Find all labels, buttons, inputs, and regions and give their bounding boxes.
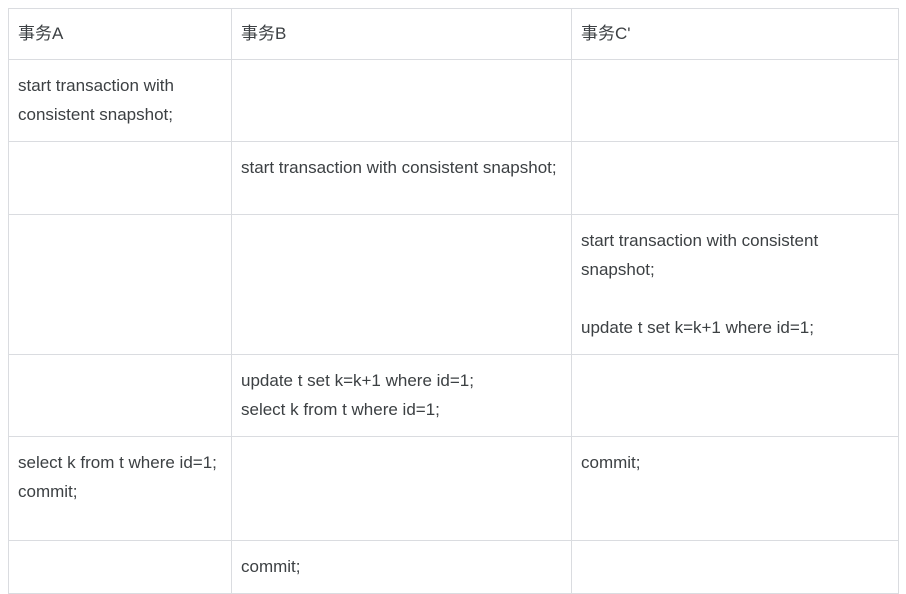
cell-c-5: commit; bbox=[571, 436, 899, 541]
page-root: 事务A 事务B 事务C' start transaction with cons… bbox=[8, 8, 899, 594]
table-row: update t set k=k+1 where id=1; select k … bbox=[8, 354, 899, 437]
statement-text: commit; bbox=[241, 557, 301, 576]
empty-cell bbox=[18, 226, 222, 227]
statement-text: select k from t where id=1; bbox=[241, 400, 440, 419]
table-header: 事务A 事务B 事务C' bbox=[8, 8, 899, 60]
column-header-transaction-c-prime: 事务C' bbox=[571, 8, 899, 60]
table-header-row: 事务A 事务B 事务C' bbox=[8, 8, 899, 60]
cell-a-5: select k from t where id=1; commit; bbox=[8, 436, 232, 541]
statement-text: commit; bbox=[18, 482, 78, 501]
cell-b-1 bbox=[231, 59, 572, 142]
empty-cell bbox=[241, 226, 562, 227]
statement-text: start transaction with consistent snapsh… bbox=[18, 76, 174, 124]
table-row: start transaction with consistent snapsh… bbox=[8, 59, 899, 142]
empty-cell bbox=[18, 366, 222, 367]
cell-c-3: start transaction with consistent snapsh… bbox=[571, 214, 899, 355]
empty-cell bbox=[581, 552, 889, 553]
empty-cell bbox=[18, 153, 222, 154]
empty-cell bbox=[581, 153, 889, 154]
table-row: start transaction with consistent snapsh… bbox=[8, 214, 899, 355]
column-header-transaction-b: 事务B bbox=[231, 8, 572, 60]
table-body: start transaction with consistent snapsh… bbox=[8, 59, 899, 594]
cell-b-3 bbox=[231, 214, 572, 355]
cell-b-2: start transaction with consistent snapsh… bbox=[231, 141, 572, 215]
empty-cell bbox=[241, 71, 562, 72]
statement-text: start transaction with consistent snapsh… bbox=[581, 231, 819, 279]
table-row: select k from t where id=1; commit; comm… bbox=[8, 436, 899, 541]
cell-a-6 bbox=[8, 540, 232, 594]
empty-cell bbox=[241, 448, 562, 449]
table-row: start transaction with consistent snapsh… bbox=[8, 141, 899, 215]
transaction-timeline-table: 事务A 事务B 事务C' start transaction with cons… bbox=[8, 8, 899, 594]
cell-c-1 bbox=[571, 59, 899, 142]
cell-c-2 bbox=[571, 141, 899, 215]
cell-a-3 bbox=[8, 214, 232, 355]
cell-a-2 bbox=[8, 141, 232, 215]
statement-text: update t set k=k+1 where id=1; bbox=[241, 371, 474, 390]
table-row: commit; bbox=[8, 540, 899, 594]
cell-b-6: commit; bbox=[231, 540, 572, 594]
cell-a-4 bbox=[8, 354, 232, 437]
cell-c-6 bbox=[571, 540, 899, 594]
cell-b-5 bbox=[231, 436, 572, 541]
empty-cell bbox=[581, 71, 889, 72]
statement-text: commit; bbox=[581, 453, 641, 472]
empty-cell bbox=[581, 366, 889, 367]
cell-b-4: update t set k=k+1 where id=1; select k … bbox=[231, 354, 572, 437]
statement-text: start transaction with consistent snapsh… bbox=[241, 158, 557, 177]
empty-cell bbox=[18, 552, 222, 553]
cell-c-4 bbox=[571, 354, 899, 437]
statement-text: update t set k=k+1 where id=1; bbox=[581, 318, 814, 337]
cell-a-1: start transaction with consistent snapsh… bbox=[8, 59, 232, 142]
statement-text: select k from t where id=1; bbox=[18, 453, 217, 472]
column-header-transaction-a: 事务A bbox=[8, 8, 232, 60]
